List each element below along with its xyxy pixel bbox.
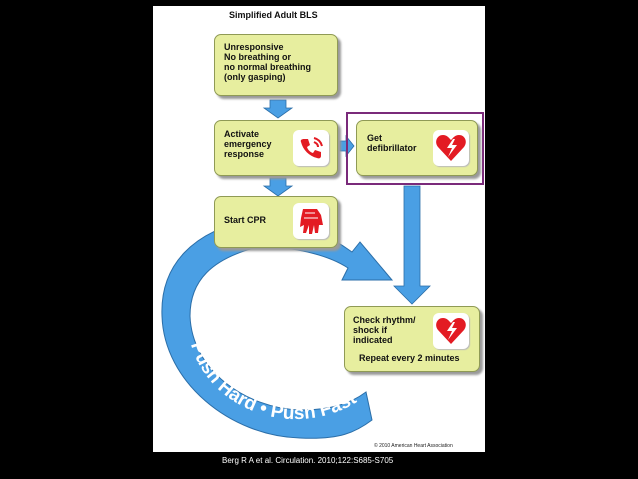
step-cpr: Start CPR bbox=[214, 196, 338, 248]
loop-arrow bbox=[161, 217, 373, 439]
step-rhythm-text: Check rhythm/ shock if indicated bbox=[353, 315, 416, 345]
heart-defibrillator-icon bbox=[433, 130, 469, 166]
step-defib: Get defibrillator bbox=[356, 120, 478, 176]
citation-text: Berg R A et al. Circulation. 2010;122:S6… bbox=[222, 456, 394, 465]
step-unresponsive: Unresponsive No breathing or no normal b… bbox=[214, 34, 338, 96]
step-unresponsive-text: Unresponsive No breathing or no normal b… bbox=[224, 42, 312, 82]
step-activate-text: Activate emergency response bbox=[224, 129, 272, 159]
step-rhythm: Check rhythm/ shock if indicated Repeat … bbox=[344, 306, 480, 372]
defibrillator-highlight bbox=[346, 112, 484, 185]
step-activate: Activate emergency response bbox=[214, 120, 338, 176]
phone-icon bbox=[293, 130, 329, 166]
loop-text: Push Hard • Push Fast bbox=[186, 339, 361, 424]
repeat-text: Repeat every 2 minutes bbox=[359, 353, 460, 363]
copyright-text: © 2010 American Heart Association bbox=[374, 443, 453, 449]
vertical-arrow bbox=[393, 185, 431, 305]
step-defib-text: Get defibrillator bbox=[367, 133, 417, 153]
down-arrow-2 bbox=[262, 177, 294, 197]
step-cpr-text: Start CPR bbox=[224, 215, 267, 225]
down-arrow-1 bbox=[262, 99, 294, 119]
diagram-title: Simplified Adult BLS bbox=[229, 10, 318, 20]
hands-compression-icon bbox=[293, 203, 329, 239]
heart-defibrillator-icon bbox=[433, 313, 469, 349]
